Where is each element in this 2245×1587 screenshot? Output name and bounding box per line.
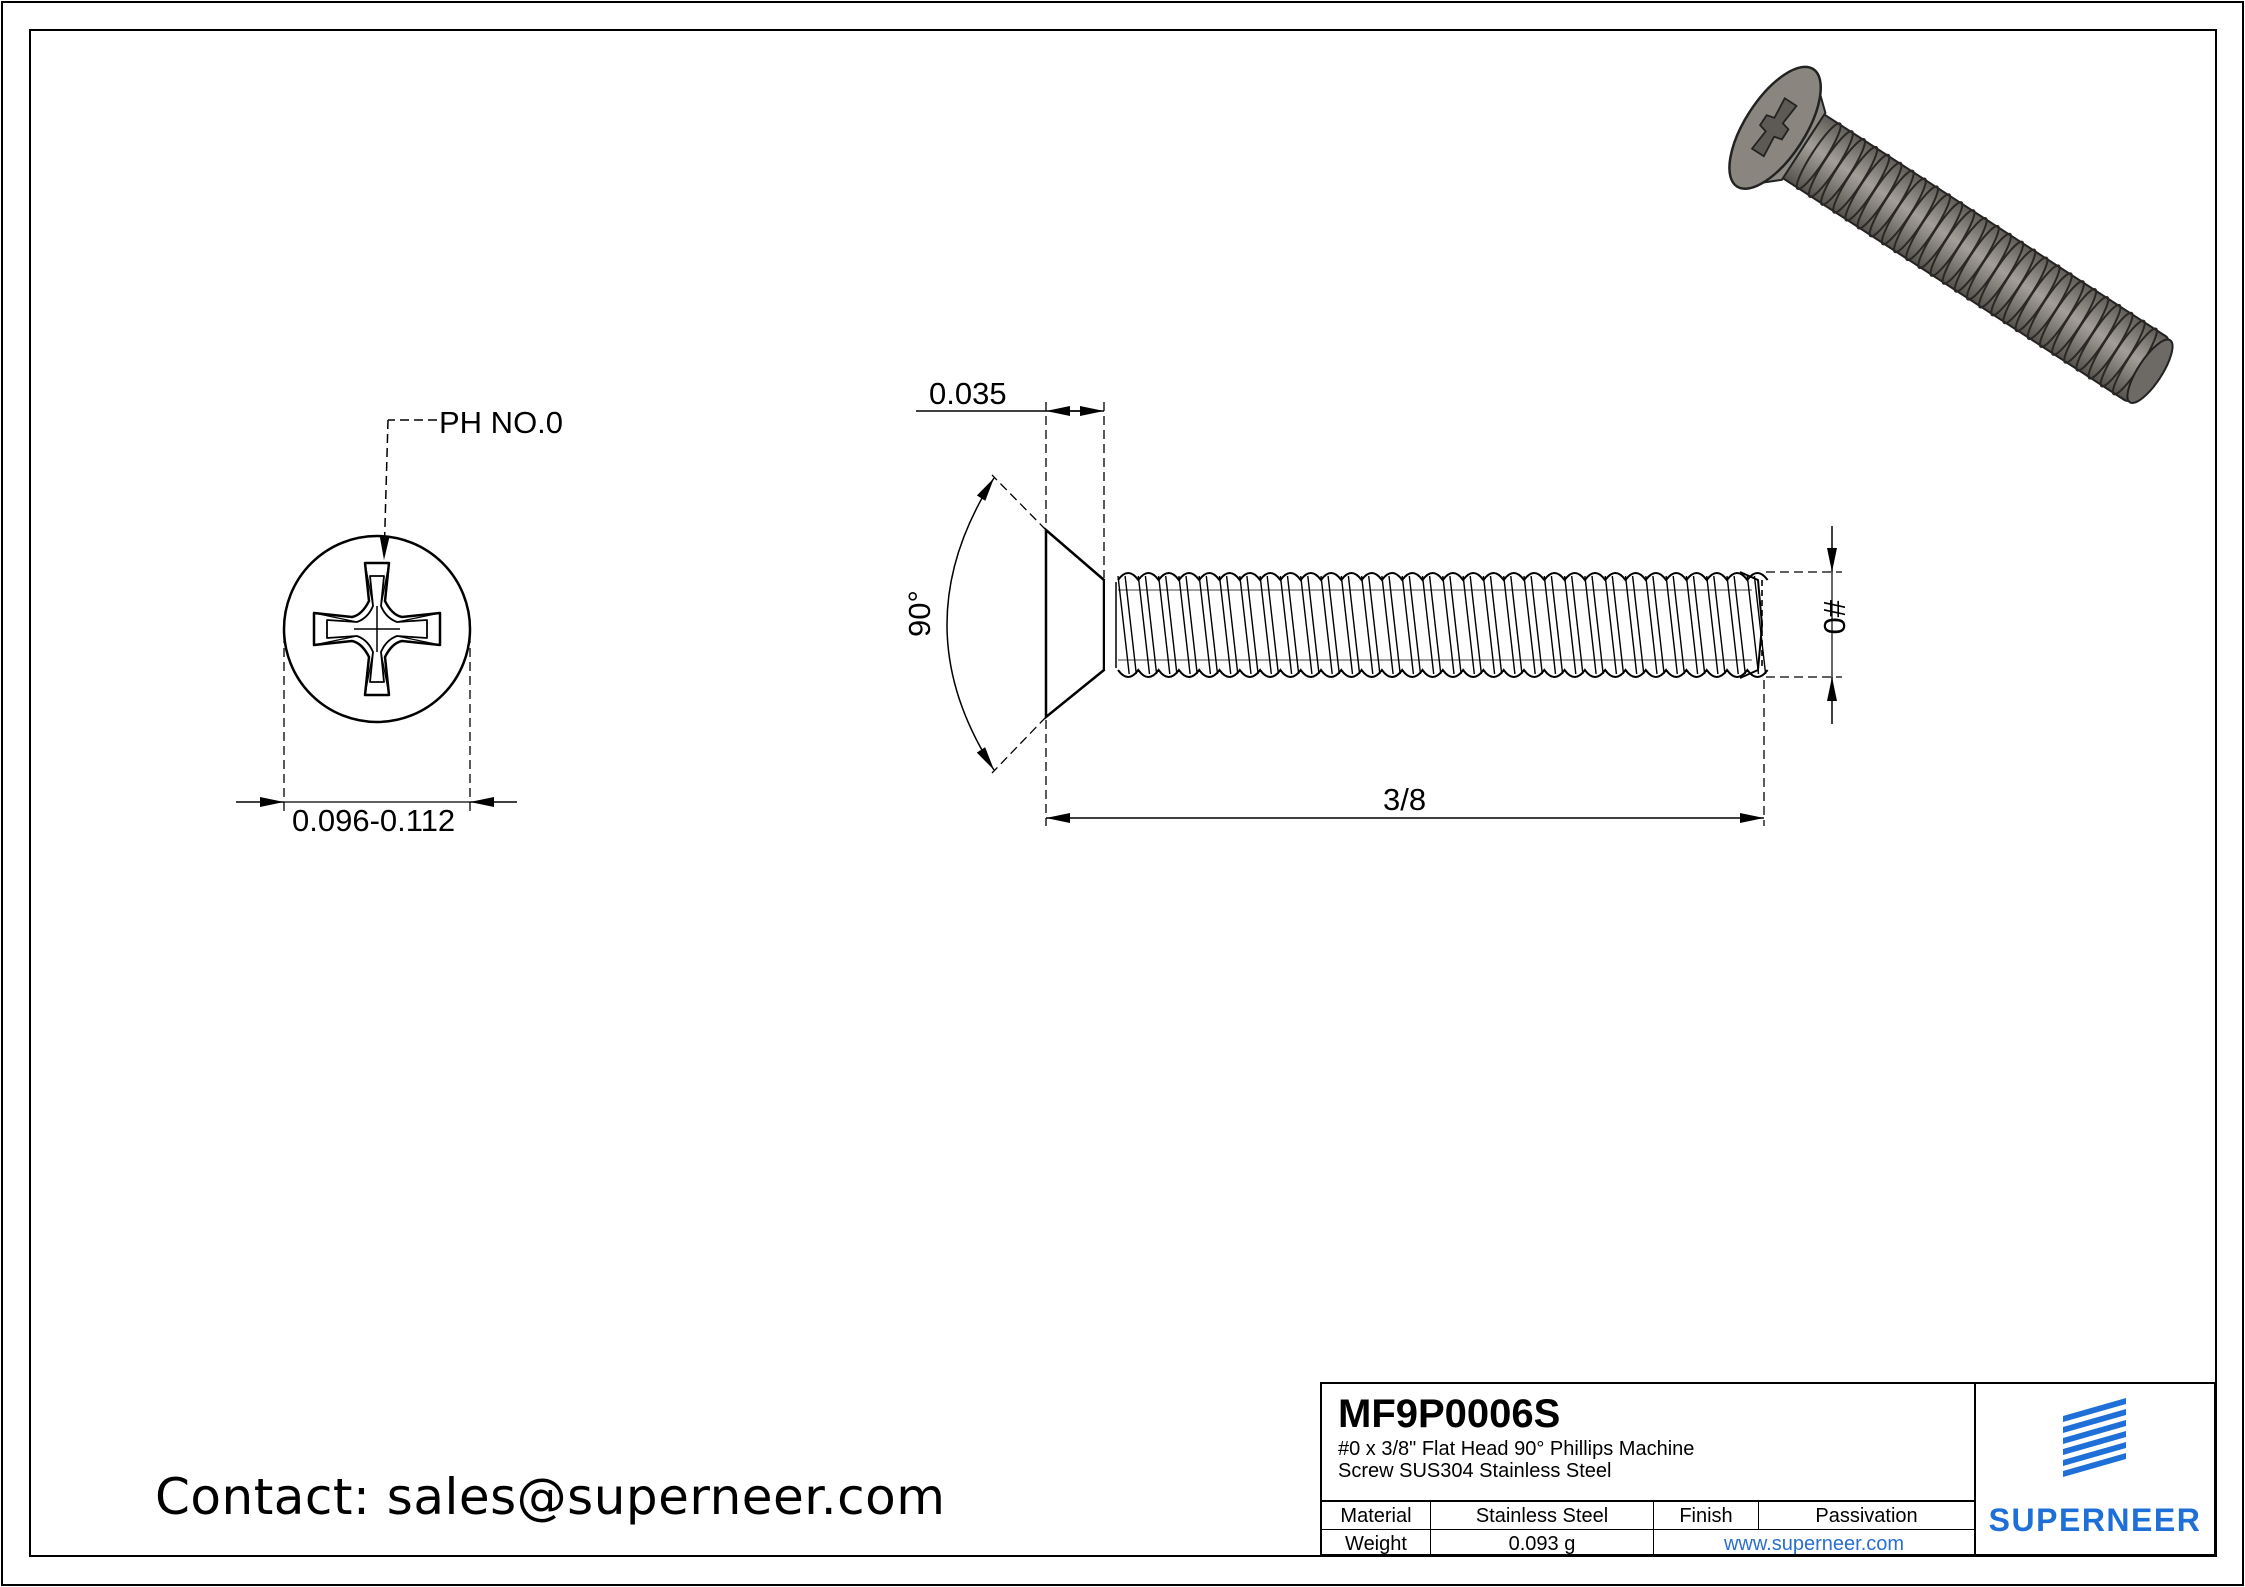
website-link[interactable]: www.superneer.com — [1653, 1529, 1974, 1557]
weight-label: Weight — [1322, 1529, 1431, 1557]
part-description: #0 x 3/8" Flat Head 90° Phillips Machine… — [1338, 1438, 1958, 1482]
iso-thread-rings — [1795, 122, 2158, 396]
head-diameter-dimension — [236, 634, 517, 815]
finish-value: Passivation — [1758, 1500, 1974, 1530]
screw-head-profile — [1044, 527, 1106, 720]
thread-size-value: #0 — [1817, 600, 1852, 634]
drive-leader — [379, 419, 437, 561]
side-view: 0.035 90° #0 3/8 — [902, 376, 1852, 826]
material-value: Stainless Steel — [1430, 1500, 1654, 1530]
drive-callout: PH NO.0 — [439, 405, 563, 440]
head-diameter-value: 0.096-0.112 — [292, 803, 455, 838]
sheet-inner-border — [29, 29, 2217, 1557]
material-label: Material — [1322, 1500, 1431, 1530]
length-value: 3/8 — [1383, 782, 1426, 817]
logo-wordmark: SUPERNEER — [1988, 1502, 2202, 1538]
spec-row-material: Material Stainless Steel Finish Passivat… — [1322, 1500, 1974, 1530]
title-block-info: MF9P0006S #0 x 3/8" Flat Head 90° Philli… — [1322, 1384, 1976, 1557]
end-view: PH NO.0 0.096-0.112 — [236, 405, 563, 838]
finish-label: Finish — [1653, 1500, 1759, 1530]
thread-crest-bottom — [1117, 668, 1769, 678]
weight-value: 0.093 g — [1430, 1529, 1654, 1557]
head-angle-value: 90° — [902, 590, 937, 637]
part-number: MF9P0006S — [1338, 1392, 1561, 1436]
iso-phillips-recess — [1750, 96, 1798, 158]
head-height-value: 0.035 — [929, 376, 1007, 411]
thread-size-dimension — [1766, 526, 1842, 724]
isometric-view — [1728, 65, 2174, 404]
description-line-2: Screw SUS304 Stainless Steel — [1338, 1460, 1612, 1482]
length-dimension — [1045, 680, 1765, 826]
spec-row-weight: Weight 0.093 g www.superneer.com — [1322, 1529, 1974, 1557]
contact-email: Contact: sales@superneer.com — [155, 1468, 946, 1526]
spec-table: Material Stainless Steel Finish Passivat… — [1322, 1500, 1974, 1557]
company-logo: SUPERNEER — [1976, 1384, 2214, 1554]
phillips-recess-inner — [326, 575, 428, 683]
head-height-dimension — [916, 402, 1105, 578]
thread-crest-top — [1117, 572, 1769, 582]
thread-pattern — [1117, 572, 1769, 678]
website-text[interactable]: www.superneer.com — [1723, 1532, 1905, 1555]
thread-lines — [1117, 575, 1767, 675]
description-line-1: #0 x 3/8" Flat Head 90° Phillips Machine — [1338, 1438, 1695, 1460]
head-angle-dimension — [946, 474, 1047, 774]
logo-stripes-icon — [2063, 1398, 2126, 1477]
title-block: MF9P0006S #0 x 3/8" Flat Head 90° Philli… — [1320, 1382, 2216, 1557]
